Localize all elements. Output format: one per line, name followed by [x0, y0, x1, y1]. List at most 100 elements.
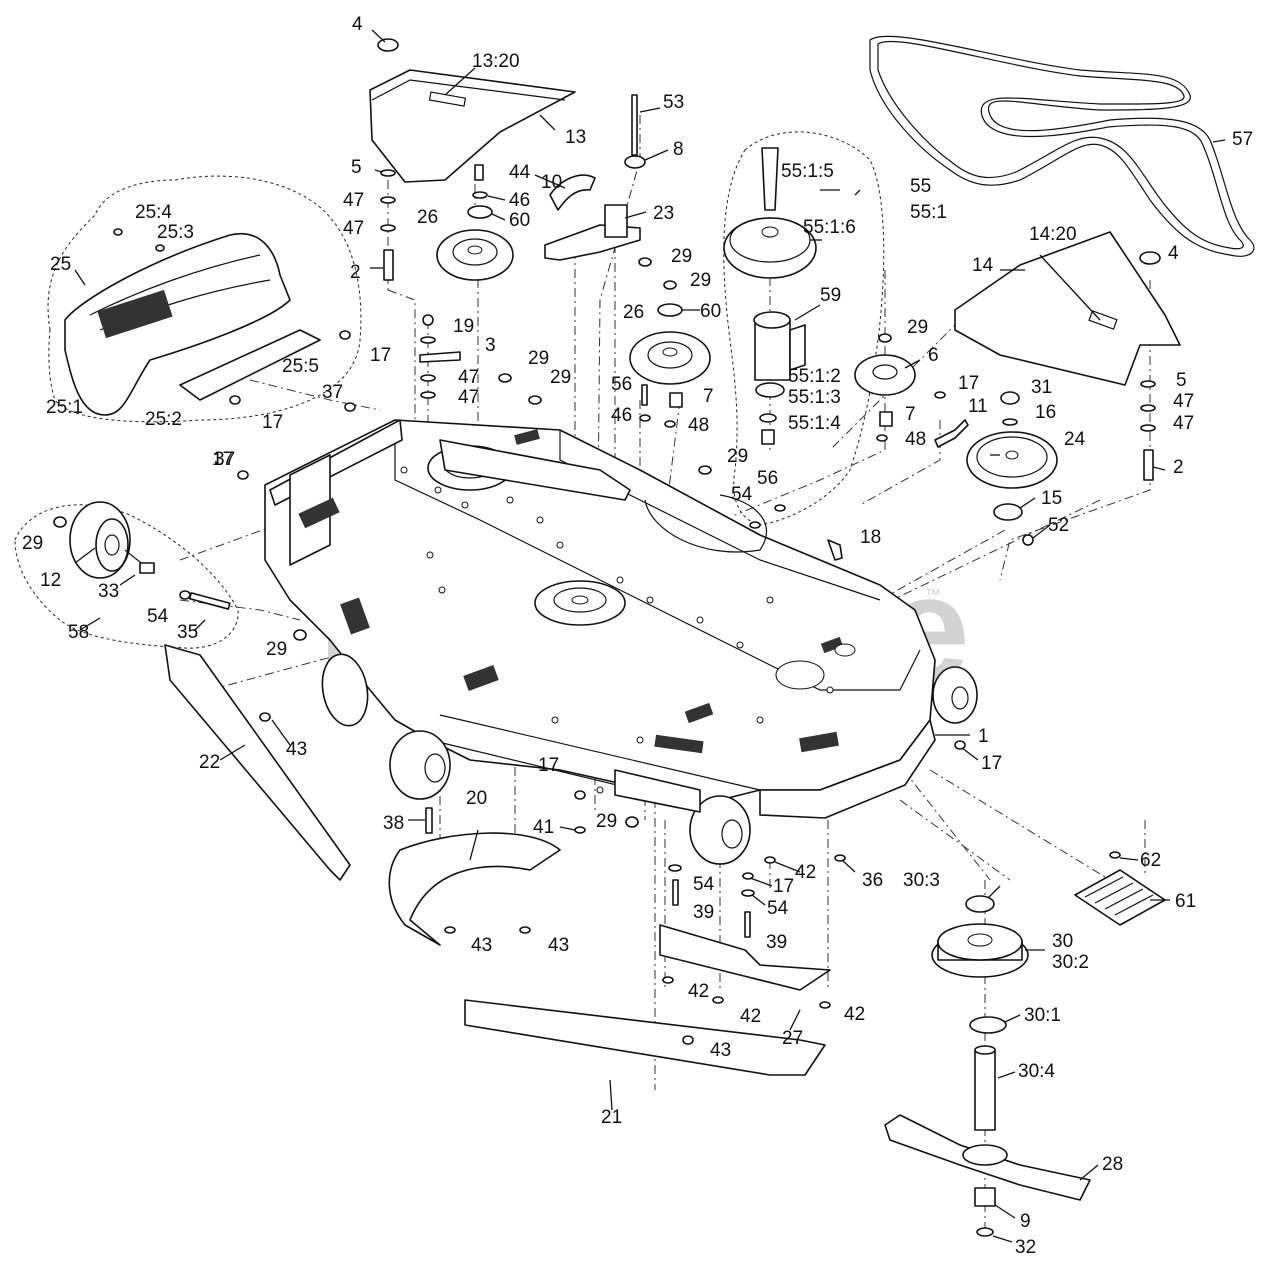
- callout: 25: [50, 254, 71, 275]
- callout: 2: [350, 262, 361, 283]
- callout: 14: [972, 255, 994, 276]
- callout: 4: [1168, 243, 1179, 264]
- callout: 60: [509, 210, 530, 231]
- hood-group-outline: [47, 175, 362, 423]
- callout: 55:1:3: [788, 387, 841, 408]
- callout: 54: [767, 898, 789, 919]
- callout: 43: [471, 935, 492, 956]
- spindle-pulley-55: [723, 147, 817, 279]
- callout: 30:1: [1024, 1005, 1061, 1026]
- callout: 19: [453, 316, 474, 337]
- callout: 55:1:4: [788, 413, 841, 434]
- callout: 22: [199, 752, 220, 773]
- callout: 5: [351, 157, 362, 178]
- callout: 56: [611, 374, 632, 395]
- callout: 30: [1052, 931, 1073, 952]
- callout: 31: [1031, 377, 1052, 398]
- spindle-housing-59: [753, 311, 806, 445]
- callout: 5: [1176, 370, 1187, 391]
- front-skirt: [464, 999, 826, 1076]
- callout: 55:1: [910, 202, 947, 223]
- callout: 55:1:6: [803, 217, 856, 238]
- callout: 23: [653, 203, 674, 224]
- callout: 41: [533, 817, 554, 838]
- callout: 29: [550, 367, 571, 388]
- callout: 9: [1020, 1211, 1031, 1232]
- callout: 47: [343, 190, 364, 211]
- callout: 56: [757, 468, 778, 489]
- callout: 32: [1015, 1237, 1036, 1258]
- callout: 29: [266, 639, 287, 660]
- callout: 59: [820, 285, 841, 306]
- callout: 52: [1048, 515, 1069, 536]
- callout: 17: [538, 755, 559, 776]
- callout: 55:1:5: [781, 161, 834, 182]
- callout: 47: [458, 387, 479, 408]
- callout: 17: [773, 876, 794, 897]
- idler-arm-bushing: [604, 204, 628, 238]
- callout: 7: [703, 386, 714, 407]
- callout: 8: [673, 139, 684, 160]
- callout: 43: [548, 935, 569, 956]
- mower-deck: [264, 419, 978, 865]
- callout: 27: [782, 1028, 803, 1049]
- callout: 30:3: [903, 870, 940, 891]
- callout: 29: [907, 317, 928, 338]
- pulley-26-top: [436, 229, 514, 281]
- callout: 60: [700, 301, 721, 322]
- callout: 42: [740, 1006, 761, 1027]
- callout: 46: [509, 190, 530, 211]
- callout: 1: [978, 726, 989, 747]
- callout: 12: [40, 570, 61, 591]
- callout: 28: [1102, 1154, 1123, 1175]
- hood: [64, 232, 321, 416]
- callout: 17: [370, 345, 391, 366]
- left-belt-cover: [369, 69, 576, 183]
- watermark-trademark: ™: [925, 587, 941, 604]
- callout: 25:3: [157, 222, 194, 243]
- right-belt-cover: [954, 231, 1181, 386]
- callout: 38: [383, 813, 404, 834]
- drive-belt: [869, 35, 1255, 257]
- gauge-wheel: [69, 501, 155, 579]
- callout: 29: [22, 533, 43, 554]
- callout: 43: [710, 1040, 731, 1061]
- callout: 36: [862, 870, 883, 891]
- callout: 42: [688, 981, 709, 1002]
- callout: 29: [727, 446, 748, 467]
- callout: 11: [968, 396, 988, 417]
- callout: 17: [212, 449, 233, 470]
- callout: 39: [766, 932, 787, 953]
- callout: 43: [286, 739, 307, 760]
- callout: 57: [1232, 129, 1253, 150]
- rear-baffle: [659, 924, 831, 991]
- callout: 33: [98, 581, 119, 602]
- callout: 42: [795, 862, 816, 883]
- callout: 44: [509, 162, 531, 183]
- callout: 29: [596, 811, 617, 832]
- callout: 55:1:2: [788, 366, 841, 387]
- deck-holes: [400, 466, 834, 794]
- callout: 2: [1173, 457, 1184, 478]
- callout: 25:1: [46, 397, 83, 418]
- idler-6: [854, 354, 916, 396]
- callout: 47: [1173, 391, 1194, 412]
- callout: 14:20: [1029, 224, 1077, 245]
- callout: 20: [466, 788, 487, 809]
- callout: 53: [663, 92, 684, 113]
- callout: 4: [352, 14, 363, 35]
- callout: 48: [905, 429, 926, 450]
- hardware: [53, 38, 1161, 1045]
- callout: 54: [693, 874, 715, 895]
- callout: 3: [485, 335, 496, 356]
- callout: 46: [611, 405, 632, 426]
- pulley-24: [966, 431, 1058, 489]
- callout: 21: [601, 1107, 622, 1128]
- callout: 7: [905, 404, 916, 425]
- callout: 24: [1064, 429, 1086, 450]
- callout: 17: [958, 373, 979, 394]
- callout: 16: [1035, 402, 1056, 423]
- callout: 10: [541, 172, 562, 193]
- callout: 62: [1140, 850, 1161, 871]
- callout: 47: [1173, 413, 1194, 434]
